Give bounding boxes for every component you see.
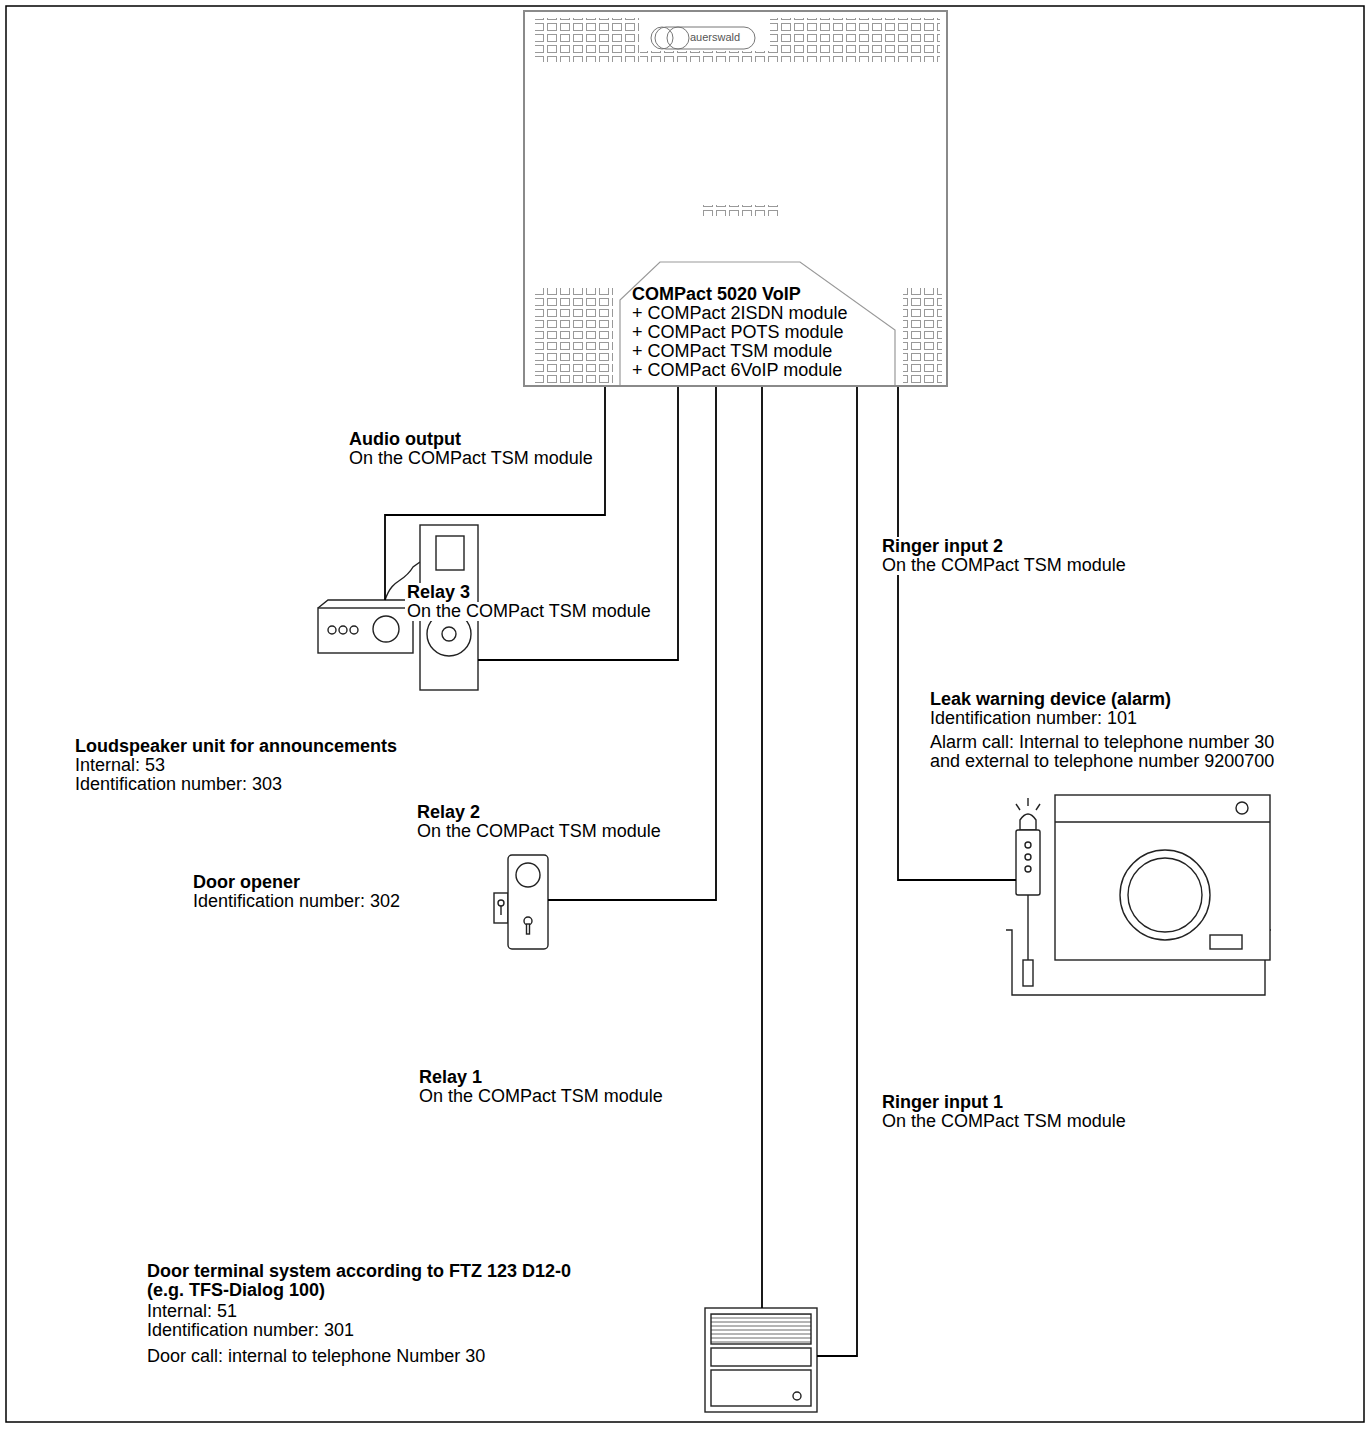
module-note: On the COMPact TSM module [880,556,1128,575]
logo-text: auerswald [688,31,742,43]
node-heading: Door terminal system according to FTZ 12… [147,1262,592,1300]
node-text: Door call: internal to telephone Number … [147,1347,485,1366]
node-text: Identification number: 302 [193,892,400,911]
connector-line [761,387,763,1308]
logo-part [667,27,689,49]
pbx-housing-detail-part [535,18,639,62]
node-heading: Loudspeaker unit for announcements [75,737,397,756]
door-terminal-part [711,1370,811,1406]
pbx-housing-detail-part [640,51,770,62]
node-text: Alarm call: Internal to telephone number… [930,733,1300,771]
door-opener-part [498,900,504,906]
door-terminal-node: Door terminal system according to FTZ 12… [147,1262,818,1414]
logo-part [655,27,755,49]
leak-warning-device-part [1055,795,1270,960]
module-note: On the COMPact TSM module [417,1087,665,1106]
leak-alarm-node: Leak warning device (alarm)Identificatio… [930,690,1300,1006]
door-opener-part [508,855,548,949]
door-terminal [705,1308,817,1412]
loudspeaker-unit-part [436,536,464,570]
door-opener-part [500,906,501,915]
node-heading: Door opener [193,873,300,892]
door-terminal-part [711,1314,811,1344]
port-label: Relay 2 [415,803,482,822]
door-opener [494,855,548,949]
module-note: On the COMPact TSM module [347,449,595,468]
port-label: Ringer input 2 [880,537,1005,556]
leak-warning-device-part [1055,821,1270,822]
door-opener-part [494,893,508,923]
door-terminal-part [705,1308,817,1412]
door-terminal-part [711,1348,811,1366]
leak-warning-device-part [1025,866,1031,872]
leak-warning-device-part [1128,858,1202,932]
port-label: Relay 1 [417,1068,484,1087]
pbx-housing-detail-part [535,288,613,387]
loudspeaker-unit-part [373,616,399,642]
node-text: Internal: 53 [75,756,165,775]
node-heading: Leak warning device (alarm) [930,690,1171,709]
leak-warning-device [1006,795,1271,995]
pbx-housing-detail-part [903,288,942,387]
outer-frame [6,6,1364,1422]
leak-warning-device-part [1025,842,1031,848]
port-label: Ringer input 1 [880,1093,1005,1112]
loudspeaker-unit-part [350,626,358,634]
loudspeaker-unit-part [442,627,456,641]
pbx-housing-detail [535,18,942,387]
connector-line [817,387,857,1356]
door-terminal-part [793,1392,801,1400]
loudspeaker-unit-part [339,626,347,634]
module-note: On the COMPact TSM module [405,602,653,621]
pbx-housing-detail-part [620,262,895,385]
node-text: + COMPact 2ISDN module [632,304,848,323]
leak-warning-device-part [1027,798,1028,806]
connector-line [385,387,605,600]
node-text: + COMPact POTS module [632,323,844,342]
node-text: Identification number: 301 [147,1321,354,1340]
leak-warning-device-part [1027,895,1028,960]
logo [651,27,755,49]
pbx-box: COMPact 5020 VoIP+ COMPact 2ISDN module+… [523,10,948,387]
pbx-housing-detail-part [770,18,940,62]
door-opener-node: Door openerIdentification number: 302 [193,853,552,953]
module-note: On the COMPact TSM module [415,822,663,841]
node-text: + COMPact TSM module [632,342,832,361]
leak-warning-device-part [1020,814,1036,830]
leak-warning-device-part [1016,830,1040,895]
loudspeaker-unit-part [318,608,413,653]
node-text: Identification number: 101 [930,709,1137,728]
door-opener-part [516,863,540,887]
leak-warning-device-part [1023,960,1033,986]
leak-warning-device-part [1236,802,1248,814]
leak-warning-device-part [1016,804,1020,810]
node-text: Identification number: 303 [75,775,282,794]
leak-warning-device-part [1120,850,1210,940]
leak-warning-device-part [1210,935,1242,949]
node-text: + COMPact 6VoIP module [632,361,842,380]
loudspeaker-unit-part [328,626,336,634]
leak-warning-device-part [1036,804,1040,810]
node-text: Internal: 51 [147,1302,237,1321]
pbx-housing-detail-part [700,205,778,216]
module-note: On the COMPact TSM module [880,1112,1128,1131]
port-label: Relay 3 [405,583,472,602]
loudspeaker-node: Loudspeaker unit for announcementsIntern… [75,522,483,794]
connector-line [898,387,1016,880]
port-label: Audio output [347,430,463,449]
node-heading: COMPact 5020 VoIP [632,285,801,304]
leak-warning-device-part [1025,854,1031,860]
door-opener-part [527,924,530,934]
